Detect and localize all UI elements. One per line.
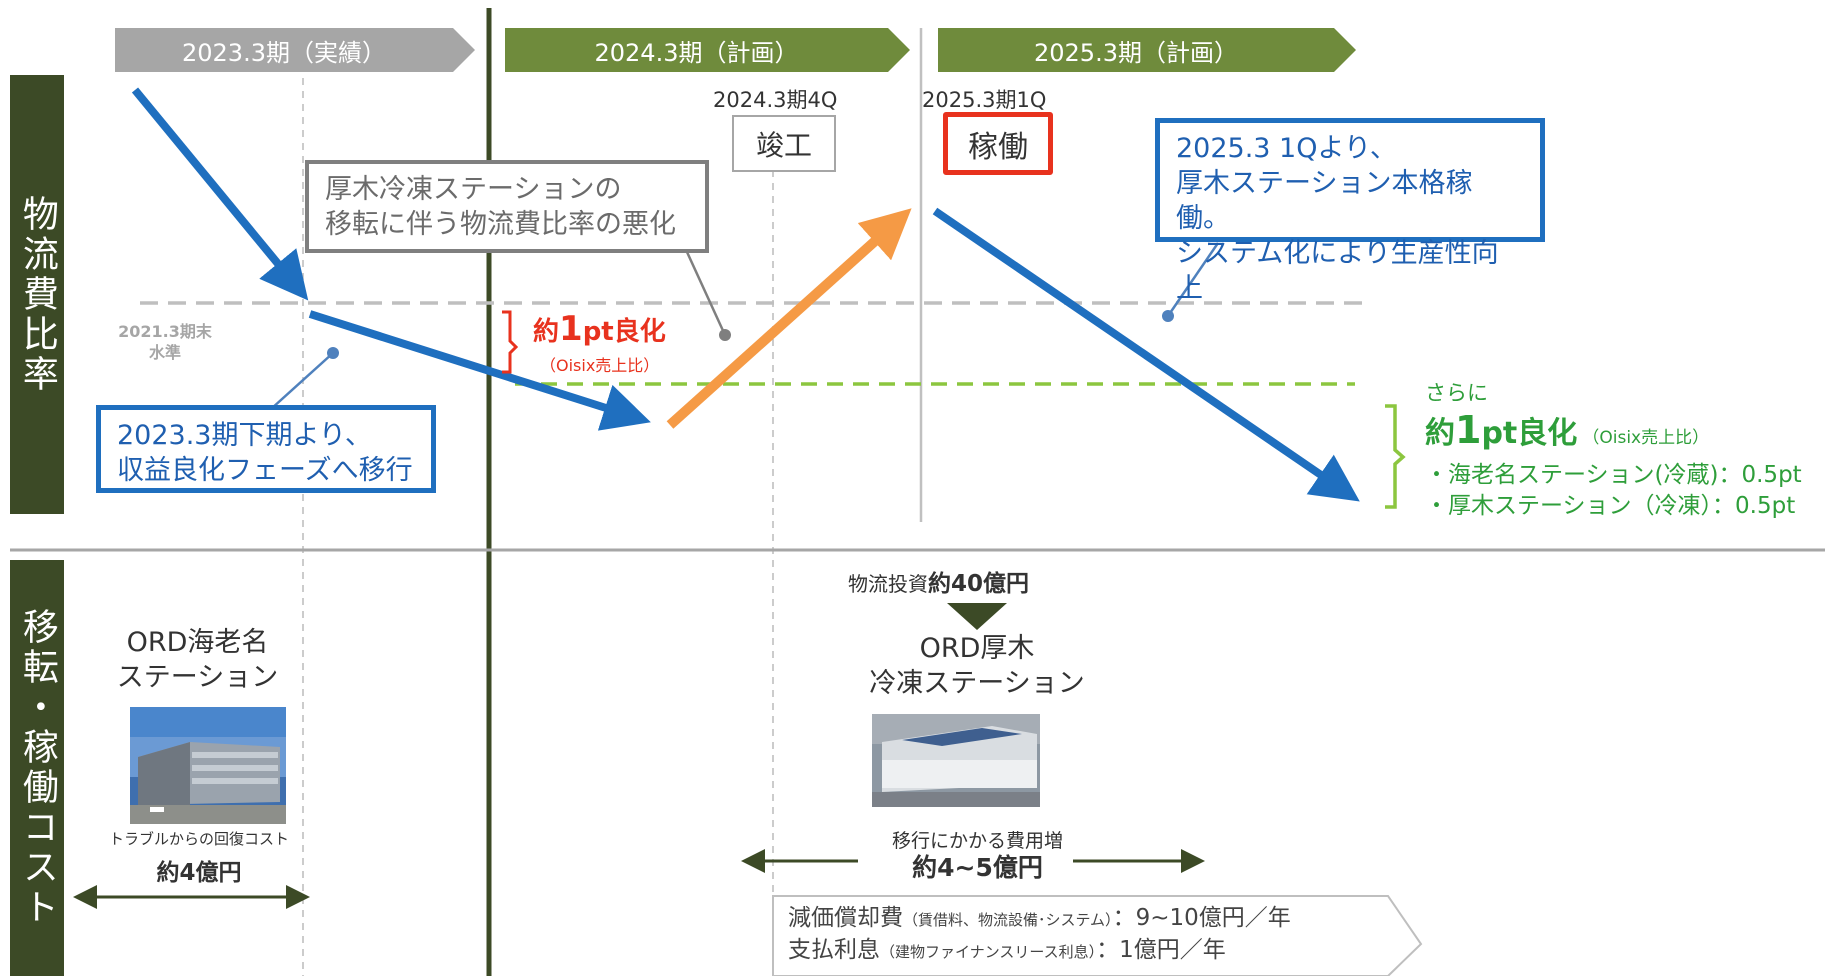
connector-atsugi-move — [685, 251, 727, 336]
improvement-further-note: （Oisix売上比） — [1582, 428, 1710, 448]
callout-2025-full-operation: 2025.3 1Qより、 厚木ステーション本格稼働。 システム化により生産性向上 — [1155, 118, 1545, 304]
connector-dot-h2 — [327, 347, 339, 359]
callout-atsugi-relocation-line1: 厚木冷凍ステーションの — [325, 174, 622, 205]
further-label: さらに — [1425, 381, 1488, 405]
callout-atsugi-relocation-line2: 移転に伴う物流費比率の悪化 — [325, 209, 676, 241]
connector-dot-2025 — [1162, 310, 1174, 322]
ebina-station-title: ORD海老名 ステーション — [100, 625, 295, 695]
baseline-label-line1: 2021.3期末 — [118, 322, 212, 341]
period-2025: 2025.3期（計画） — [938, 28, 1356, 72]
atsugi-title-line2: 冷凍ステーション — [869, 668, 1085, 700]
ebina-station-photo — [130, 707, 286, 824]
atsugi-station-title: ORD厚木 冷凍ステーション — [842, 631, 1112, 701]
improvement-further: 約1pt良化 （Oisix売上比） — [1425, 408, 1709, 452]
investment-down-arrow — [947, 603, 1007, 630]
atsugi-cost-value: 約4~5億円 — [912, 853, 1043, 882]
trend-arrow-3 — [932, 207, 1360, 502]
interest-main: 支払利息 — [788, 937, 880, 964]
ebina-title-line2: ステーション — [116, 662, 279, 694]
completion-box: 竣工 — [732, 115, 836, 172]
improvement-item-atsugi: ・厚木ステーション（冷凍）：0.5pt — [1425, 493, 1796, 519]
baseline-label: 2021.3期末 水準 — [100, 322, 230, 364]
improvement-further-prefix: 約 — [1425, 416, 1455, 451]
connector-2025 — [1166, 242, 1220, 317]
callout-2025-line2: 厚木ステーション本格稼働。 — [1176, 168, 1473, 235]
improvement-1pt-note: （Oisix売上比） — [540, 356, 660, 375]
ebina-cost-value: 約4億円 — [156, 860, 242, 886]
worsening-arrow — [666, 208, 912, 429]
improvement-further-num: 1 — [1455, 408, 1482, 452]
green-bracket — [1385, 404, 1406, 509]
interest-sub: （建物ファイナンスリース利息） — [880, 943, 1097, 962]
trend-arrow-1 — [131, 87, 309, 301]
trend-arrow-2 — [308, 310, 651, 431]
improvement-further-suffix: pt良化 — [1481, 416, 1578, 451]
milestone-2025-1q-label: 2025.3期1Q — [922, 88, 1047, 112]
atsugi-title-line1: ORD厚木 — [919, 633, 1035, 664]
improvement-1pt-prefix: 約 — [533, 317, 560, 347]
improvement-1pt-suffix: pt良化 — [582, 317, 666, 347]
baseline-label-line2: 水準 — [148, 342, 181, 362]
callout-h2-profit-phase: 2023.3期下期より、 収益良化フェーズへ移行 — [96, 405, 436, 493]
investment-label: 物流投資約40億円 — [848, 564, 1029, 598]
improvement-1pt: 約1pt良化 — [533, 309, 666, 349]
connector-dot-atsugi-move — [719, 329, 731, 341]
ebina-station-image — [130, 707, 286, 824]
ebina-cost-note: トラブルからの回復コスト — [108, 830, 289, 848]
improvement-item-ebina: ・海老名ステーション(冷蔵)：0.5pt — [1425, 462, 1802, 488]
side-label-relocation-cost: 移転・稼働コスト — [10, 560, 64, 976]
interest-value: ：1億円／年 — [1096, 937, 1226, 964]
ebina-title-line1: ORD海老名 — [126, 627, 269, 658]
red-bracket — [502, 310, 519, 374]
period-2023: 2023.3期（実績） — [115, 28, 475, 72]
callout-atsugi-relocation: 厚木冷凍ステーションの 移転に伴う物流費比率の悪化 — [305, 160, 709, 253]
investment-value: 約40億円 — [928, 571, 1030, 597]
depreciation-sub: （賃借料、物流設備･システム） — [903, 911, 1113, 929]
connector-h2 — [270, 352, 334, 410]
interest-line: 支払利息（建物ファイナンスリース利息）：1億円／年 — [788, 934, 1388, 966]
atsugi-cost-note: 移行にかかる費用増 — [891, 830, 1063, 852]
callout-2025-line3: システム化により生産性向上 — [1176, 238, 1499, 305]
atsugi-station-photo — [872, 714, 1040, 807]
improvement-1pt-num: 1 — [559, 309, 583, 349]
depreciation-line: 減価償却費（賃借料、物流設備･システム）：9~10億円／年 — [788, 902, 1388, 934]
operation-box: 稼働 — [943, 112, 1053, 175]
period-2024: 2024.3期（計画） — [505, 28, 910, 72]
investment-prefix: 物流投資 — [848, 572, 928, 596]
atsugi-station-image — [872, 714, 1040, 807]
callout-h2-line2: 収益良化フェーズへ移行 — [117, 455, 413, 487]
callout-h2-line1: 2023.3期下期より、 — [117, 420, 372, 451]
callout-2025-line1: 2025.3 1Qより、 — [1176, 133, 1397, 164]
depreciation-value: ：9~10億円／年 — [1112, 905, 1291, 931]
depreciation-shape — [772, 895, 1423, 976]
side-label-logistics-ratio: 物流費比率 — [10, 75, 64, 514]
milestone-2024-4q-label: 2024.3期4Q — [713, 88, 838, 112]
depreciation-main: 減価償却費 — [788, 905, 903, 931]
depreciation-block: 減価償却費（賃借料、物流設備･システム）：9~10億円／年 支払利息（建物ファイ… — [788, 902, 1388, 966]
